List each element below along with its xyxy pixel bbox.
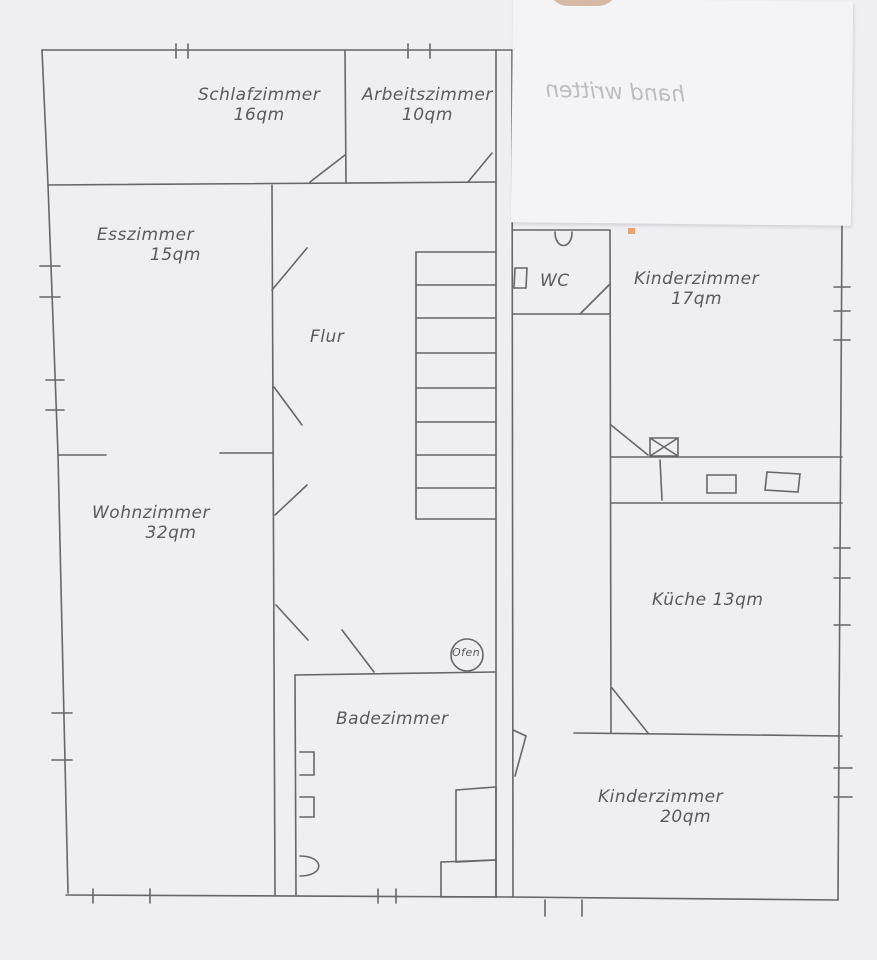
ofen-name: Ofen xyxy=(452,646,481,659)
bath-tub xyxy=(440,859,497,898)
room-kueche: Küche 13qm xyxy=(652,590,764,611)
ofen-circle xyxy=(450,638,484,672)
door-hall-2 xyxy=(274,484,308,516)
door-hall-east xyxy=(512,729,527,777)
wc-sink xyxy=(513,267,528,289)
note-text: hand written xyxy=(544,77,686,108)
window-bottom-1 xyxy=(92,888,151,904)
room-name: Kinderzimmer xyxy=(598,787,724,807)
room-kinderzimmer-2: Kinderzimmer 20qm xyxy=(598,787,724,827)
kitchen-box xyxy=(649,437,679,457)
room-name: Küche 13qm xyxy=(652,590,764,610)
bath-top xyxy=(294,671,497,676)
room-area: 17qm xyxy=(671,288,723,309)
wall-kitchen-bottom xyxy=(573,732,843,737)
room-badezimmer: Badezimmer xyxy=(336,709,449,730)
room-area: 15qm xyxy=(150,244,201,265)
room-name: Badezimmer xyxy=(336,709,449,729)
window-right-3 xyxy=(833,767,853,798)
door-dining xyxy=(271,247,308,291)
window-right-1 xyxy=(833,286,851,341)
wall-hall-left xyxy=(271,184,276,896)
room-kinderzimmer-1: Kinderzimmer 17qm xyxy=(634,269,760,309)
paper-note xyxy=(510,0,854,226)
room-name: Schlafzimmer xyxy=(198,85,321,105)
door-hall-1 xyxy=(273,386,303,426)
room-wohnzimmer: Wohnzimmer 32qm xyxy=(92,503,210,543)
room-area: 32qm xyxy=(145,522,197,543)
window-left-3 xyxy=(51,712,73,761)
room-wc: WC xyxy=(540,271,570,292)
wall-bottom-left xyxy=(65,894,511,898)
room-schlafzimmer: Schlafzimmer 16qm xyxy=(198,85,321,125)
wall-left-top xyxy=(41,49,49,186)
window-left-2 xyxy=(45,379,65,411)
door-bath xyxy=(341,629,375,673)
door-office xyxy=(467,152,493,183)
room-arbeitszimmer: Arbeitszimmer 10qm xyxy=(362,85,493,125)
wall-right xyxy=(837,223,843,901)
room-name: Esszimmer xyxy=(96,225,195,245)
label-ofen: Ofen xyxy=(452,646,481,660)
room-flur: Flur xyxy=(310,327,345,348)
wall-bottom-right xyxy=(509,896,839,901)
window-right-2 xyxy=(833,547,851,626)
room-name: Kinderzimmer xyxy=(634,269,760,289)
room-name: WC xyxy=(540,271,570,291)
bath-fixture-2 xyxy=(299,796,315,818)
bath-fixture-1 xyxy=(299,751,315,776)
thumb xyxy=(548,0,618,6)
wall-left xyxy=(47,184,69,894)
tape-mark xyxy=(628,228,635,234)
bath-left xyxy=(294,674,297,896)
window-bottom-2 xyxy=(377,888,397,904)
window-top-1 xyxy=(175,43,189,59)
sink xyxy=(764,471,801,493)
wall-bed-office xyxy=(344,49,347,184)
window-left-1 xyxy=(39,265,61,298)
room-name: Wohnzimmer xyxy=(92,503,210,523)
bath-fixture-3 xyxy=(299,855,320,877)
wall-east-rooms xyxy=(609,229,612,734)
door-wc xyxy=(579,283,611,315)
door-bedroom xyxy=(309,154,346,183)
wall-top-row-bottom xyxy=(47,181,497,186)
door-kid1 xyxy=(610,424,649,456)
door-kitchen xyxy=(611,687,649,734)
stove xyxy=(706,474,737,494)
room-name: Arbeitszimmer xyxy=(362,85,493,105)
room-area: 16qm xyxy=(233,104,285,125)
window-top-2 xyxy=(407,43,431,59)
wc-toilet xyxy=(554,231,573,247)
kitchen-line xyxy=(659,459,663,501)
room-esszimmer: Esszimmer 15qm xyxy=(90,225,201,265)
window-bottom-3 xyxy=(544,899,583,917)
door-hall-3 xyxy=(275,604,309,641)
room-area: 20qm xyxy=(660,806,712,827)
room-area: 10qm xyxy=(401,104,453,125)
stairs-outline xyxy=(415,251,497,520)
room-name: Flur xyxy=(310,327,345,347)
bath-shower xyxy=(455,786,497,863)
